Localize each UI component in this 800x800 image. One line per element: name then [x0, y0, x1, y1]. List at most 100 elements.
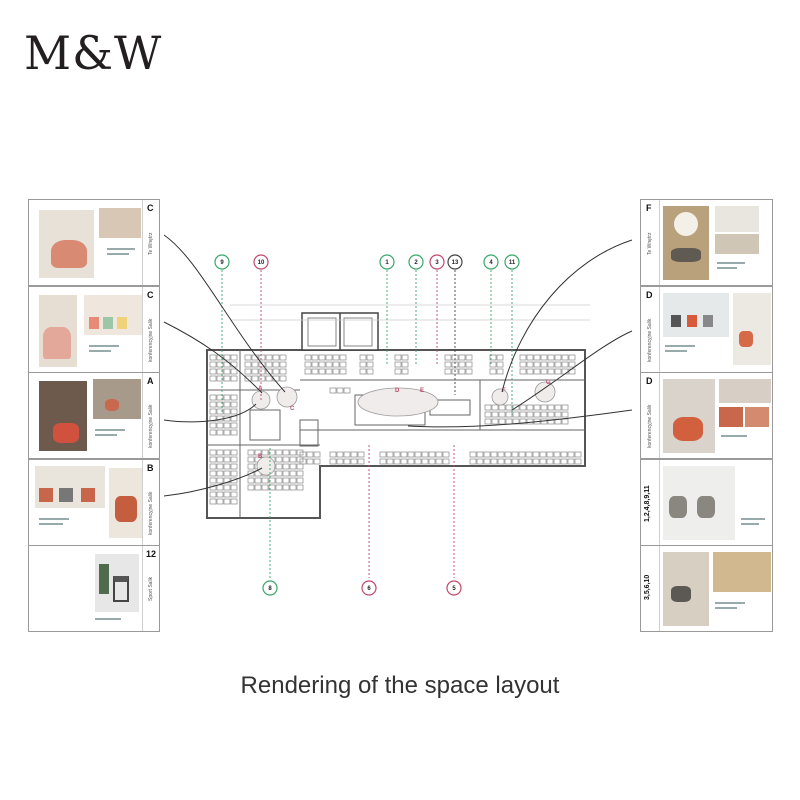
desk: [568, 361, 576, 368]
desk: [554, 404, 562, 411]
desk: [244, 354, 252, 361]
desk: [268, 477, 276, 484]
desk: [567, 458, 575, 465]
desk: [282, 484, 290, 491]
desk: [304, 354, 312, 361]
desk: [519, 354, 527, 361]
desk: [465, 368, 473, 375]
card-label: D: [646, 290, 653, 300]
desk: [247, 484, 255, 491]
desk: [343, 458, 351, 465]
desk: [329, 387, 337, 394]
desk: [553, 458, 561, 465]
desk: [223, 463, 231, 470]
desk: [272, 361, 280, 368]
top-marker-11: 11: [504, 254, 520, 270]
desk: [299, 451, 307, 458]
desk: [216, 394, 224, 401]
desk: [332, 354, 340, 361]
desk: [223, 470, 231, 477]
desk: [526, 368, 534, 375]
bottom-marker-5: 5: [446, 580, 462, 596]
desk: [216, 463, 224, 470]
desk: [265, 361, 273, 368]
desk: [407, 451, 415, 458]
desk: [414, 451, 422, 458]
desk: [244, 375, 252, 382]
desk: [393, 458, 401, 465]
desk: [296, 463, 304, 470]
desk: [332, 368, 340, 375]
bottom-marker-8: 8: [262, 580, 278, 596]
card-label: B: [147, 463, 154, 473]
desk: [230, 394, 238, 401]
desk: [400, 451, 408, 458]
desk: [223, 498, 231, 505]
desk: [561, 411, 569, 418]
desk: [223, 361, 231, 368]
desk: [546, 451, 554, 458]
desk: [442, 458, 450, 465]
desk: [251, 361, 259, 368]
right-card-4: 1,2,4,8,9,11: [640, 459, 773, 546]
desk: [230, 463, 238, 470]
desk: [289, 449, 297, 456]
desk: [533, 361, 541, 368]
desk: [223, 477, 231, 484]
desk: [498, 418, 506, 425]
marker-label: 2: [414, 260, 418, 266]
desk: [547, 368, 555, 375]
desk: [209, 463, 217, 470]
desk: [533, 411, 541, 418]
desk: [254, 477, 262, 484]
desk: [519, 368, 527, 375]
desk: [289, 477, 297, 484]
desk: [223, 354, 231, 361]
desk: [223, 368, 231, 375]
desk: [223, 422, 231, 429]
right-card-2: D konferencyjne Salik: [640, 286, 773, 373]
desk: [540, 361, 548, 368]
desk: [209, 456, 217, 463]
desk: [574, 451, 582, 458]
desk: [223, 484, 231, 491]
desk: [497, 451, 505, 458]
desk: [209, 408, 217, 415]
desk: [554, 354, 562, 361]
desk: [216, 361, 224, 368]
desk: [311, 361, 319, 368]
desk: [394, 361, 402, 368]
desk: [296, 477, 304, 484]
desk: [265, 375, 273, 382]
desk: [561, 361, 569, 368]
desk: [275, 449, 283, 456]
desk: [561, 404, 569, 411]
desk: [414, 458, 422, 465]
desk: [230, 368, 238, 375]
desk: [504, 458, 512, 465]
desk: [339, 361, 347, 368]
desk: [547, 361, 555, 368]
top-marker-1: 1: [379, 254, 395, 270]
desk: [540, 354, 548, 361]
marker-label: 4: [489, 260, 493, 266]
desk: [484, 418, 492, 425]
desk: [336, 458, 344, 465]
desk: [444, 368, 452, 375]
zone-c: C: [290, 406, 295, 412]
desk: [484, 404, 492, 411]
card-strip: D konferencyjne Salik: [641, 287, 660, 372]
desk: [282, 449, 290, 456]
desk: [313, 451, 321, 458]
desk: [567, 451, 575, 458]
card-strip: A konferencyjne Salik: [142, 373, 159, 458]
desk: [386, 458, 394, 465]
desk: [209, 429, 217, 436]
desk: [483, 451, 491, 458]
desk: [498, 411, 506, 418]
desk: [497, 458, 505, 465]
desk: [539, 451, 547, 458]
card-strip: 1,2,4,8,9,11: [641, 460, 660, 545]
